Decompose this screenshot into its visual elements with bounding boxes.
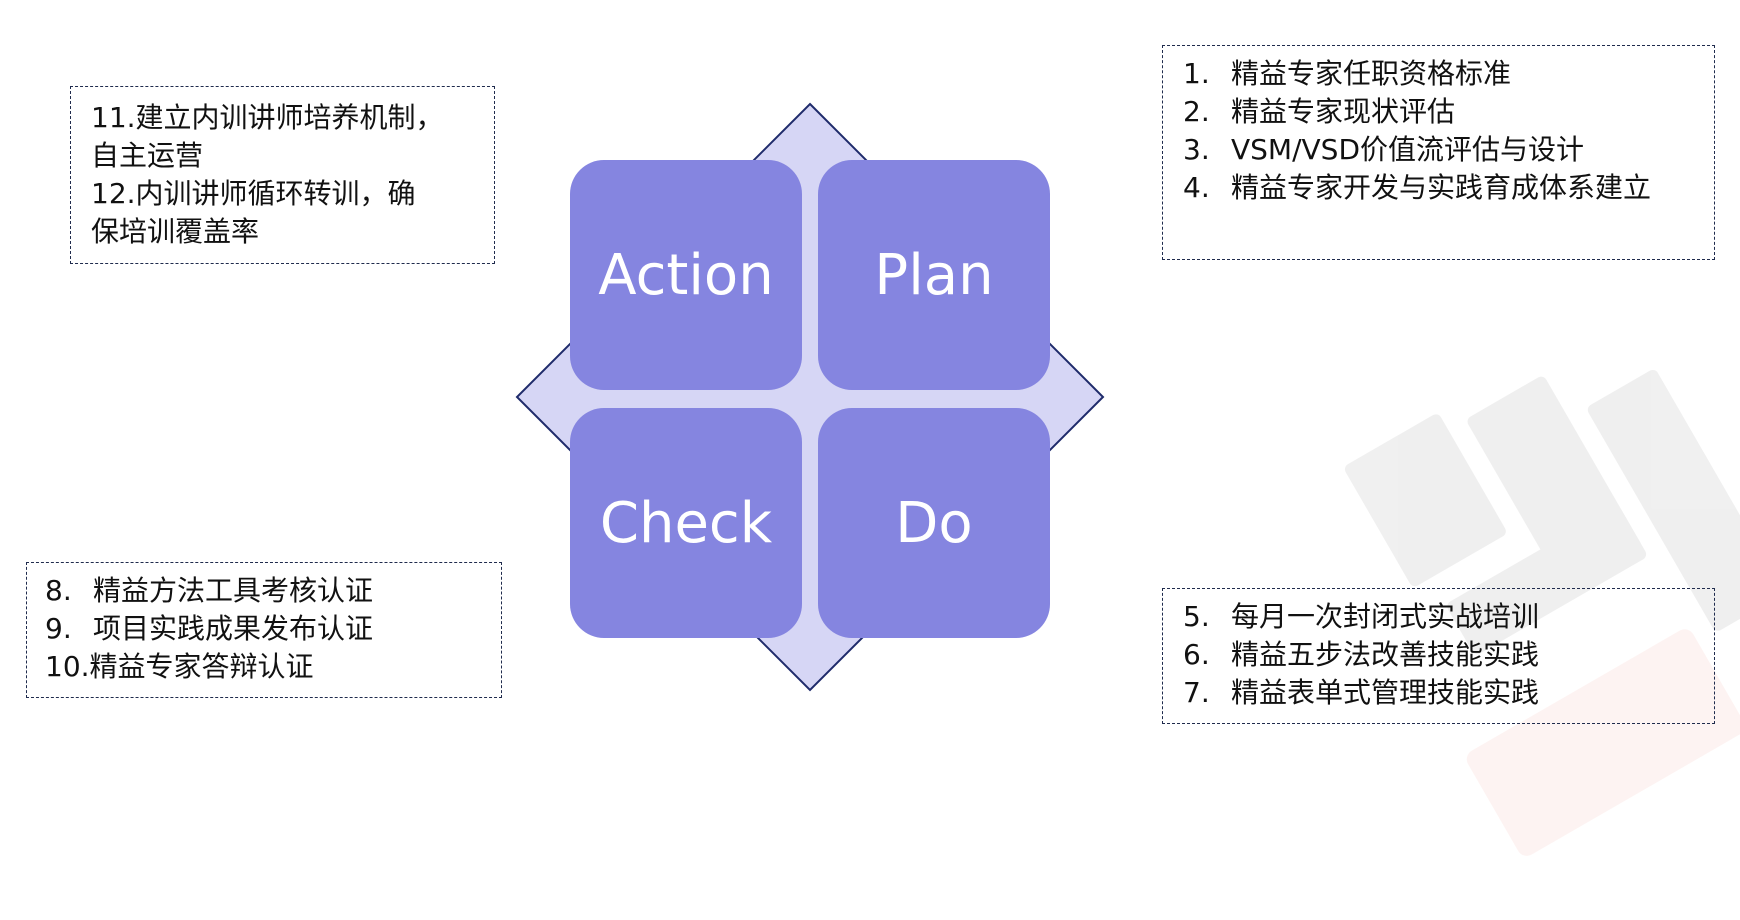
- check-item-number: 10.: [45, 650, 90, 683]
- do-item-number: 6.: [1183, 638, 1210, 671]
- quadrant-action-label: Action: [598, 242, 774, 308]
- do-item-number: 5.: [1183, 600, 1210, 633]
- do-item-text: 精益五步法改善技能实践: [1231, 638, 1540, 671]
- action-note-line: 11.建立内训讲师培养机制，: [91, 101, 444, 134]
- action-note-box: 11.建立内训讲师培养机制， 自主运营 12.内训讲师循环转训，确 保培训覆盖率: [70, 86, 495, 264]
- action-note-line: 自主运营: [91, 139, 204, 172]
- action-note-line: 保培训覆盖率: [91, 215, 260, 248]
- check-item-text: 精益方法工具考核认证: [93, 574, 374, 607]
- do-list-item: 6. 精益五步法改善技能实践: [1183, 636, 1698, 674]
- do-item-text: 每月一次封闭式实战培训: [1231, 600, 1540, 633]
- do-note-box: 5. 每月一次封闭式实战培训 6. 精益五步法改善技能实践 7. 精益表单式管理…: [1162, 588, 1715, 724]
- plan-item-number: 4.: [1183, 171, 1210, 204]
- check-item-text: 项目实践成果发布认证: [93, 612, 374, 645]
- plan-item-number: 2.: [1183, 95, 1210, 128]
- plan-item-text: 精益专家任职资格标准: [1231, 57, 1512, 90]
- check-item-text: 精益专家答辩认证: [89, 650, 314, 683]
- plan-note-box: 1. 精益专家任职资格标准 2. 精益专家现状评估 3. VSM/VSD价值流评…: [1162, 45, 1715, 260]
- do-list-item: 7. 精益表单式管理技能实践: [1183, 674, 1698, 712]
- quadrant-do: Do: [818, 408, 1050, 638]
- plan-list-item: 2. 精益专家现状评估: [1183, 93, 1698, 131]
- do-list-item: 5. 每月一次封闭式实战培训: [1183, 598, 1698, 636]
- plan-list-item: 4. 精益专家开发与实践育成体系建立: [1183, 169, 1698, 207]
- plan-item-text: 精益专家现状评估: [1231, 95, 1456, 128]
- check-item-number: 8.: [45, 574, 72, 607]
- plan-item-text: VSM/VSD价值流评估与设计: [1231, 133, 1585, 166]
- quadrant-action: Action: [570, 160, 802, 390]
- check-list-item: 8. 精益方法工具考核认证: [45, 572, 485, 610]
- plan-item-number: 1.: [1183, 57, 1210, 90]
- check-note-box: 8. 精益方法工具考核认证 9. 项目实践成果发布认证 10. 精益专家答辩认证: [26, 562, 502, 698]
- quadrant-do-label: Do: [895, 490, 973, 556]
- plan-list-item: 1. 精益专家任职资格标准: [1183, 55, 1698, 93]
- check-list-item: 9. 项目实践成果发布认证: [45, 610, 485, 648]
- quadrant-check: Check: [570, 408, 802, 638]
- quadrant-check-label: Check: [599, 490, 773, 556]
- do-item-text: 精益表单式管理技能实践: [1231, 676, 1540, 709]
- quadrant-plan-label: Plan: [874, 242, 994, 308]
- plan-list-item: 3. VSM/VSD价值流评估与设计: [1183, 131, 1698, 169]
- check-list-item: 10. 精益专家答辩认证: [45, 648, 485, 686]
- check-item-number: 9.: [45, 612, 72, 645]
- plan-item-text: 精益专家开发与实践育成体系建立: [1231, 171, 1652, 204]
- plan-item-number: 3.: [1183, 133, 1210, 166]
- do-item-number: 7.: [1183, 676, 1210, 709]
- quadrant-plan: Plan: [818, 160, 1050, 390]
- action-note-line: 12.内训讲师循环转训，确: [91, 177, 416, 210]
